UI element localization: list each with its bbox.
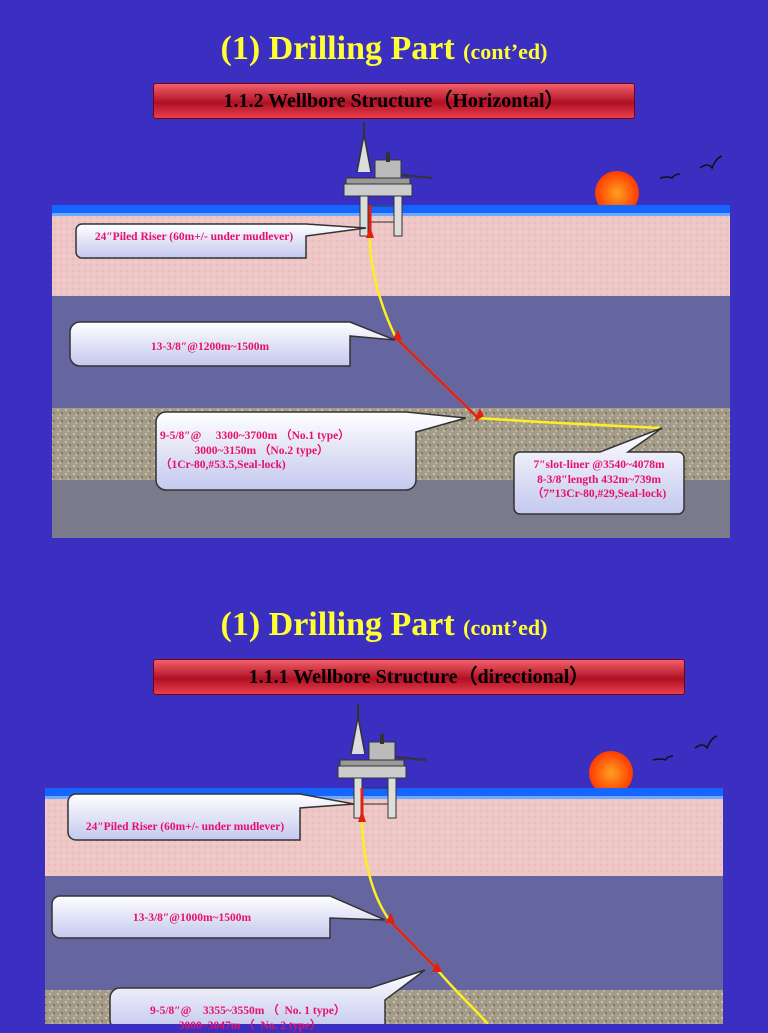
production-casing-label: 9-5/8″@ 3300~3700m （No.1 type） 3000~3150…: [160, 430, 350, 471]
slide-title: (1) Drilling Part (cont’ed): [0, 606, 768, 644]
sea-surface: [45, 788, 723, 798]
callout-production: [109, 969, 426, 1024]
callout-riser: [75, 223, 367, 259]
title-suffix: (cont’ed): [463, 39, 548, 64]
bird-icon: [699, 155, 723, 170]
intermediate-casing-label: 13-3/8″@1200m~1500m: [150, 341, 270, 353]
callout-intermediate: [51, 895, 386, 939]
section-banner: 1.1.1 Wellbore Structure（directional）: [154, 660, 684, 694]
title-main: (1) Drilling Part: [220, 606, 455, 643]
sun-icon: [595, 171, 639, 215]
casing-intermediate: [389, 920, 437, 969]
title-suffix: (cont’ed): [463, 615, 548, 640]
banner-text: 1.1.1 Wellbore Structure（directional）: [248, 666, 590, 688]
title-main: (1) Drilling Part: [220, 30, 455, 67]
callout-production: [155, 411, 467, 491]
callout-riser: [67, 793, 355, 841]
bird-icon: [652, 755, 674, 761]
production-casing-label: 9-5/8″@ 3355~3550m （ No. 1 type） 3000~30…: [150, 1005, 346, 1032]
slide-horizontal: (1) Drilling Part (cont’ed) 1.1.2 Wellbo…: [0, 30, 768, 538]
sea-surface: [52, 205, 730, 215]
riser-label: 24″Piled Riser (60m+/- under mudlever): [94, 231, 294, 243]
wellbore-diagram: [52, 122, 730, 538]
slide-title: (1) Drilling Part (cont’ed): [0, 30, 768, 68]
bird-icon: [694, 735, 718, 750]
bird-icon: [659, 173, 681, 179]
riser-label: 24″Piled Riser (60m+/- under mudlever): [85, 821, 285, 833]
platform-icon: [343, 122, 433, 237]
banner-text: 1.1.2 Wellbore Structure（Horizontal）: [223, 90, 565, 112]
callout-liner: [513, 427, 685, 515]
sun-icon: [589, 751, 633, 795]
slide-directional: (1) Drilling Part (cont’ed) 1.1.1 Wellbo…: [0, 576, 768, 1032]
callout-intermediate: [69, 321, 396, 367]
casing-intermediate: [395, 337, 479, 419]
wellbore-diagram: [45, 704, 723, 1024]
section-banner: 1.1.2 Wellbore Structure（Horizontal）: [154, 84, 634, 118]
slot-liner-label: 7″slot-liner @3540~4078m 8-3/8″length 43…: [531, 459, 667, 500]
platform-icon: [337, 704, 427, 819]
intermediate-casing-label: 13-3/8″@1000m~1500m: [132, 912, 252, 924]
